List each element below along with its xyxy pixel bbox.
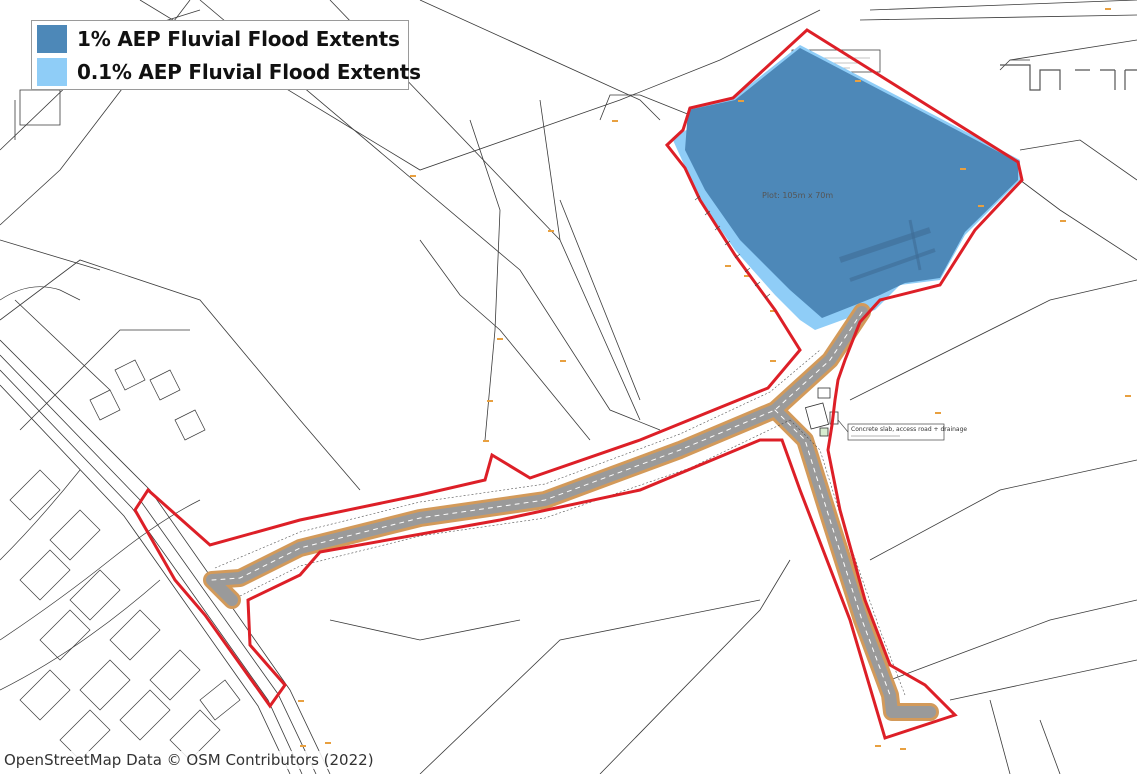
legend-item-1pct: 1% AEP Fluvial Flood Extents [37, 25, 400, 53]
survey-marks [298, 8, 1131, 750]
boundary-ticks [694, 195, 771, 299]
legend-item-0.1pct: 0.1% AEP Fluvial Flood Extents [37, 58, 421, 86]
plan-annotations: Plot: 105m x 70m [762, 191, 936, 282]
map-attribution: OpenStreetMap Data © OSM Contributors (2… [4, 751, 378, 769]
legend-label-0.1pct: 0.1% AEP Fluvial Flood Extents [77, 60, 421, 84]
legend-swatch-1pct [37, 25, 67, 53]
access-road [203, 303, 939, 721]
legend-label-1pct: 1% AEP Fluvial Flood Extents [77, 27, 400, 51]
road-hatching [214, 349, 906, 696]
map-legend: 1% AEP Fluvial Flood Extents 0.1% AEP Fl… [31, 20, 421, 90]
plot-area-label: Plot: 105m x 70m [762, 191, 833, 200]
site-boundary [133, 28, 1024, 740]
callout-note-text: Concrete slab, access road + drainage [851, 426, 967, 433]
callout-note: Concrete slab, access road + drainage [837, 419, 967, 441]
building-outline [1000, 64, 1137, 91]
legend-swatch-0.1pct [37, 58, 67, 86]
